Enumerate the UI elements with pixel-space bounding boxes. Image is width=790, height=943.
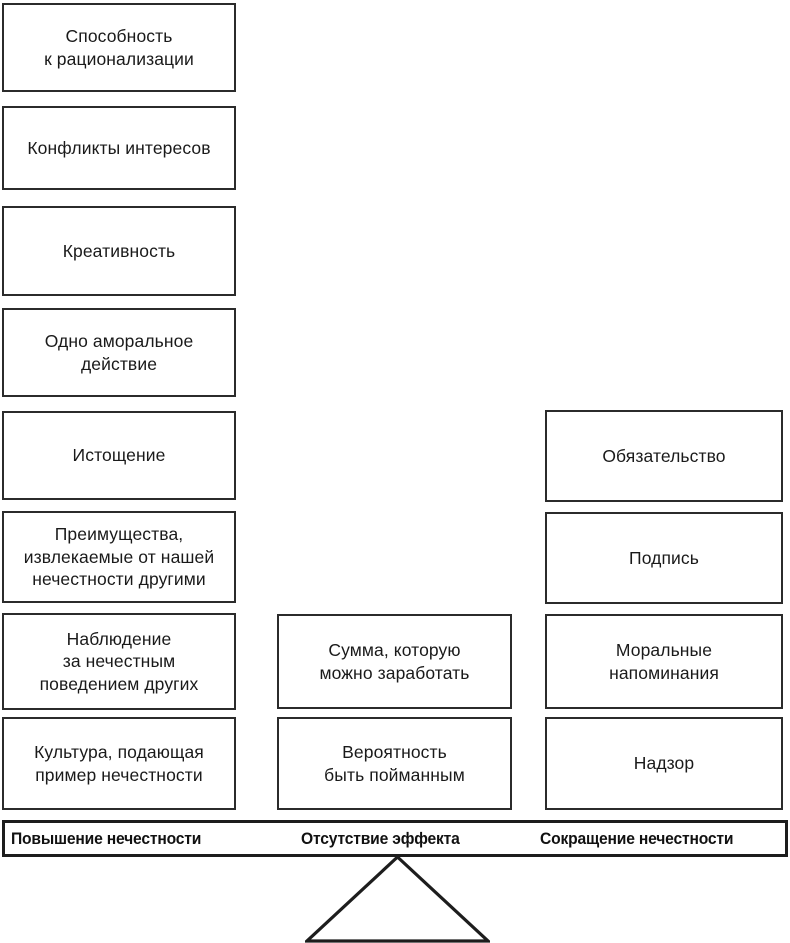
- factor-box-middle-2: Вероятность быть пойманным: [277, 717, 512, 810]
- factor-box-label: Креативность: [62, 240, 176, 261]
- factor-box-label: Вероятность быть пойманным: [324, 742, 465, 785]
- factor-box-label: Сумма, которую можно заработать: [319, 640, 470, 683]
- factor-box-left-5: Истощение: [2, 411, 236, 500]
- factor-box-left-7: Наблюдение за нечестным поведением други…: [2, 613, 236, 710]
- factor-box-label: Конфликты интересов: [27, 137, 211, 158]
- factor-box-right-3: Моральные напоминания: [545, 614, 783, 709]
- factor-box-left-3: Креативность: [2, 206, 236, 296]
- factor-box-label: Надзор: [633, 753, 695, 774]
- factor-box-right-2: Подпись: [545, 512, 783, 604]
- factor-box-label: Наблюдение за нечестным поведением други…: [39, 628, 199, 694]
- factor-box-middle-1: Сумма, которую можно заработать: [277, 614, 512, 709]
- factor-box-label: Преимущества, извлекаемые от нашей нечес…: [23, 524, 215, 590]
- factor-box-label: Одно аморальное действие: [44, 331, 194, 374]
- factor-box-label: Культура, подающая пример нечестности: [34, 742, 204, 785]
- factor-box-left-2: Конфликты интересов: [2, 106, 236, 190]
- factor-box-right-4: Надзор: [545, 717, 783, 810]
- fulcrum-triangle-icon: [305, 855, 490, 943]
- factor-box-label: Истощение: [72, 445, 166, 466]
- factor-box-left-6: Преимущества, извлекаемые от нашей нечес…: [2, 511, 236, 603]
- balance-beam: Повышение нечестности Отсутствие эффекта…: [2, 820, 788, 857]
- factor-box-label: Моральные напоминания: [609, 640, 719, 683]
- factor-box-left-4: Одно аморальное действие: [2, 308, 236, 397]
- factor-box-left-8: Культура, подающая пример нечестности: [2, 717, 236, 810]
- factor-box-left-1: Способность к рационализации: [2, 3, 236, 92]
- beam-label-no-effect: Отсутствие эффекта: [301, 828, 460, 848]
- factor-box-right-1: Обязательство: [545, 410, 783, 502]
- factor-box-label: Обязательство: [602, 445, 726, 466]
- beam-label-decrease: Сокращение нечестности: [540, 828, 734, 848]
- factor-box-label: Способность к рационализации: [44, 26, 194, 69]
- factor-box-label: Подпись: [629, 547, 699, 568]
- beam-label-increase: Повышение нечестности: [11, 828, 202, 848]
